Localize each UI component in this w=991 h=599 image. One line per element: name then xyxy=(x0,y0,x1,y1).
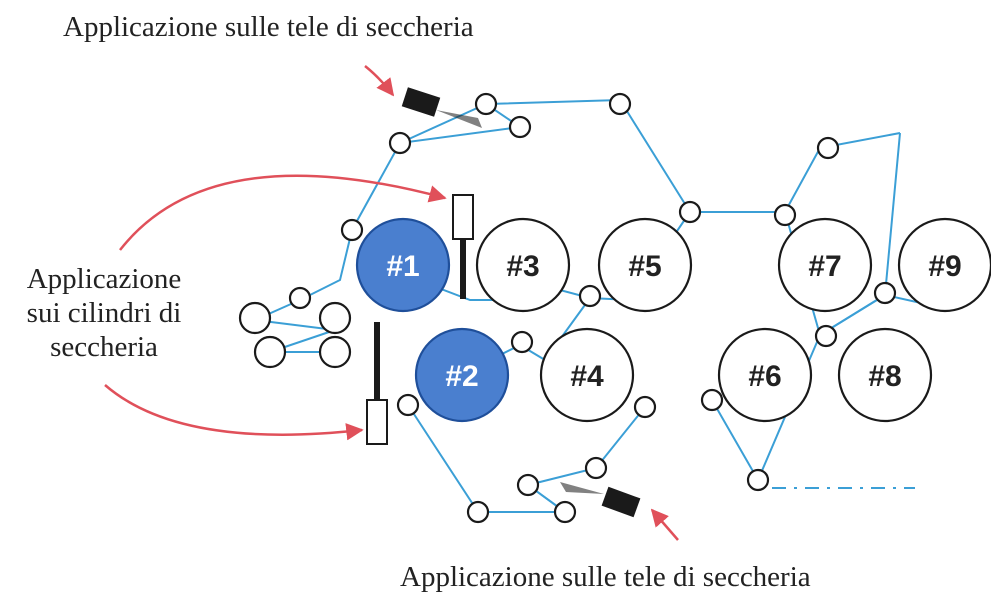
felt-upper-loop xyxy=(351,98,901,231)
roll xyxy=(466,500,490,524)
roll xyxy=(474,92,498,116)
cylinder-7-label: #7 xyxy=(808,250,841,283)
felt-entry xyxy=(254,319,336,353)
cylinder-3-label: #3 xyxy=(506,250,539,283)
cylinder-1: #1 xyxy=(355,217,451,313)
nozzle-body xyxy=(401,87,441,117)
felt-guide-rolls xyxy=(238,92,897,524)
applicator-box xyxy=(366,399,388,445)
roll xyxy=(773,203,797,227)
cylinder-6-label: #6 xyxy=(748,360,781,393)
entry-roll xyxy=(253,335,287,369)
label-top-felt-application: Applicazione sulle tele di seccheria xyxy=(63,11,474,43)
entry-roll xyxy=(238,301,272,335)
roll xyxy=(553,500,577,524)
cylinder-4-label: #4 xyxy=(570,360,604,393)
cylinder-4: #4 xyxy=(539,327,635,423)
spray-nozzle-bottom xyxy=(560,482,641,518)
cylinder-8-label: #8 xyxy=(868,360,901,393)
spray-nozzle-top xyxy=(401,87,482,128)
felt-upper-cylinders-1-5 xyxy=(254,229,353,321)
cylinder-applicator-lower xyxy=(366,322,388,445)
roll xyxy=(396,393,420,417)
cylinder-applicator-upper xyxy=(452,194,474,299)
label-cylinder-application-line2: sui cilindri di xyxy=(26,297,182,329)
applicator-stem xyxy=(374,322,380,400)
entry-roll xyxy=(288,286,312,310)
roll xyxy=(510,330,534,354)
cylinder-9: #9 xyxy=(897,217,991,313)
roll xyxy=(816,136,840,160)
application-arrows xyxy=(104,65,679,541)
roll xyxy=(340,218,364,242)
roll xyxy=(584,456,608,480)
arrow-top xyxy=(364,65,395,97)
roll xyxy=(578,284,602,308)
applicator-box xyxy=(452,194,474,240)
roll xyxy=(700,388,724,412)
roll xyxy=(608,92,632,116)
arrow-left-lower xyxy=(104,384,364,441)
cylinder-5-label: #5 xyxy=(628,250,661,283)
application-heads xyxy=(366,87,641,518)
label-cylinder-application-line1: Applicazione xyxy=(26,263,182,295)
cylinder-1-label: #1 xyxy=(386,250,419,283)
roll xyxy=(516,473,540,497)
cylinder-5: #5 xyxy=(597,217,693,313)
cylinder-9-label: #9 xyxy=(928,250,961,283)
label-bottom-felt-application: Applicazione sulle tele di seccheria xyxy=(400,561,811,593)
roll xyxy=(814,324,838,348)
cylinder-8: #8 xyxy=(837,327,933,423)
felt-upper-inner xyxy=(399,103,487,144)
cylinder-7: #7 xyxy=(777,217,873,313)
cylinder-3: #3 xyxy=(475,217,571,313)
roll xyxy=(746,468,770,492)
nozzle-spray xyxy=(436,110,482,128)
entry-roll xyxy=(318,301,352,335)
nozzle-spray xyxy=(560,482,604,494)
roll xyxy=(873,281,897,305)
roll xyxy=(508,115,532,139)
nozzle-body xyxy=(601,486,641,518)
roll xyxy=(633,395,657,419)
arrow-left-upper xyxy=(119,174,447,251)
label-cylinder-application: Applicazione sui cilindri di seccheria xyxy=(4,262,204,364)
roll xyxy=(388,131,412,155)
cylinder-2: #2 xyxy=(414,327,510,423)
label-cylinder-application-line3: seccheria xyxy=(50,331,158,363)
entry-roll xyxy=(318,335,352,369)
dryer-cylinders: #1 #2 #3 #4 #5 #6 #7 #8 #9 xyxy=(355,217,991,423)
applicator-stem xyxy=(460,239,466,299)
cylinder-6: #6 xyxy=(717,327,813,423)
roll xyxy=(678,200,702,224)
arrow-bottom xyxy=(650,508,679,541)
cylinder-2-label: #2 xyxy=(445,360,478,393)
